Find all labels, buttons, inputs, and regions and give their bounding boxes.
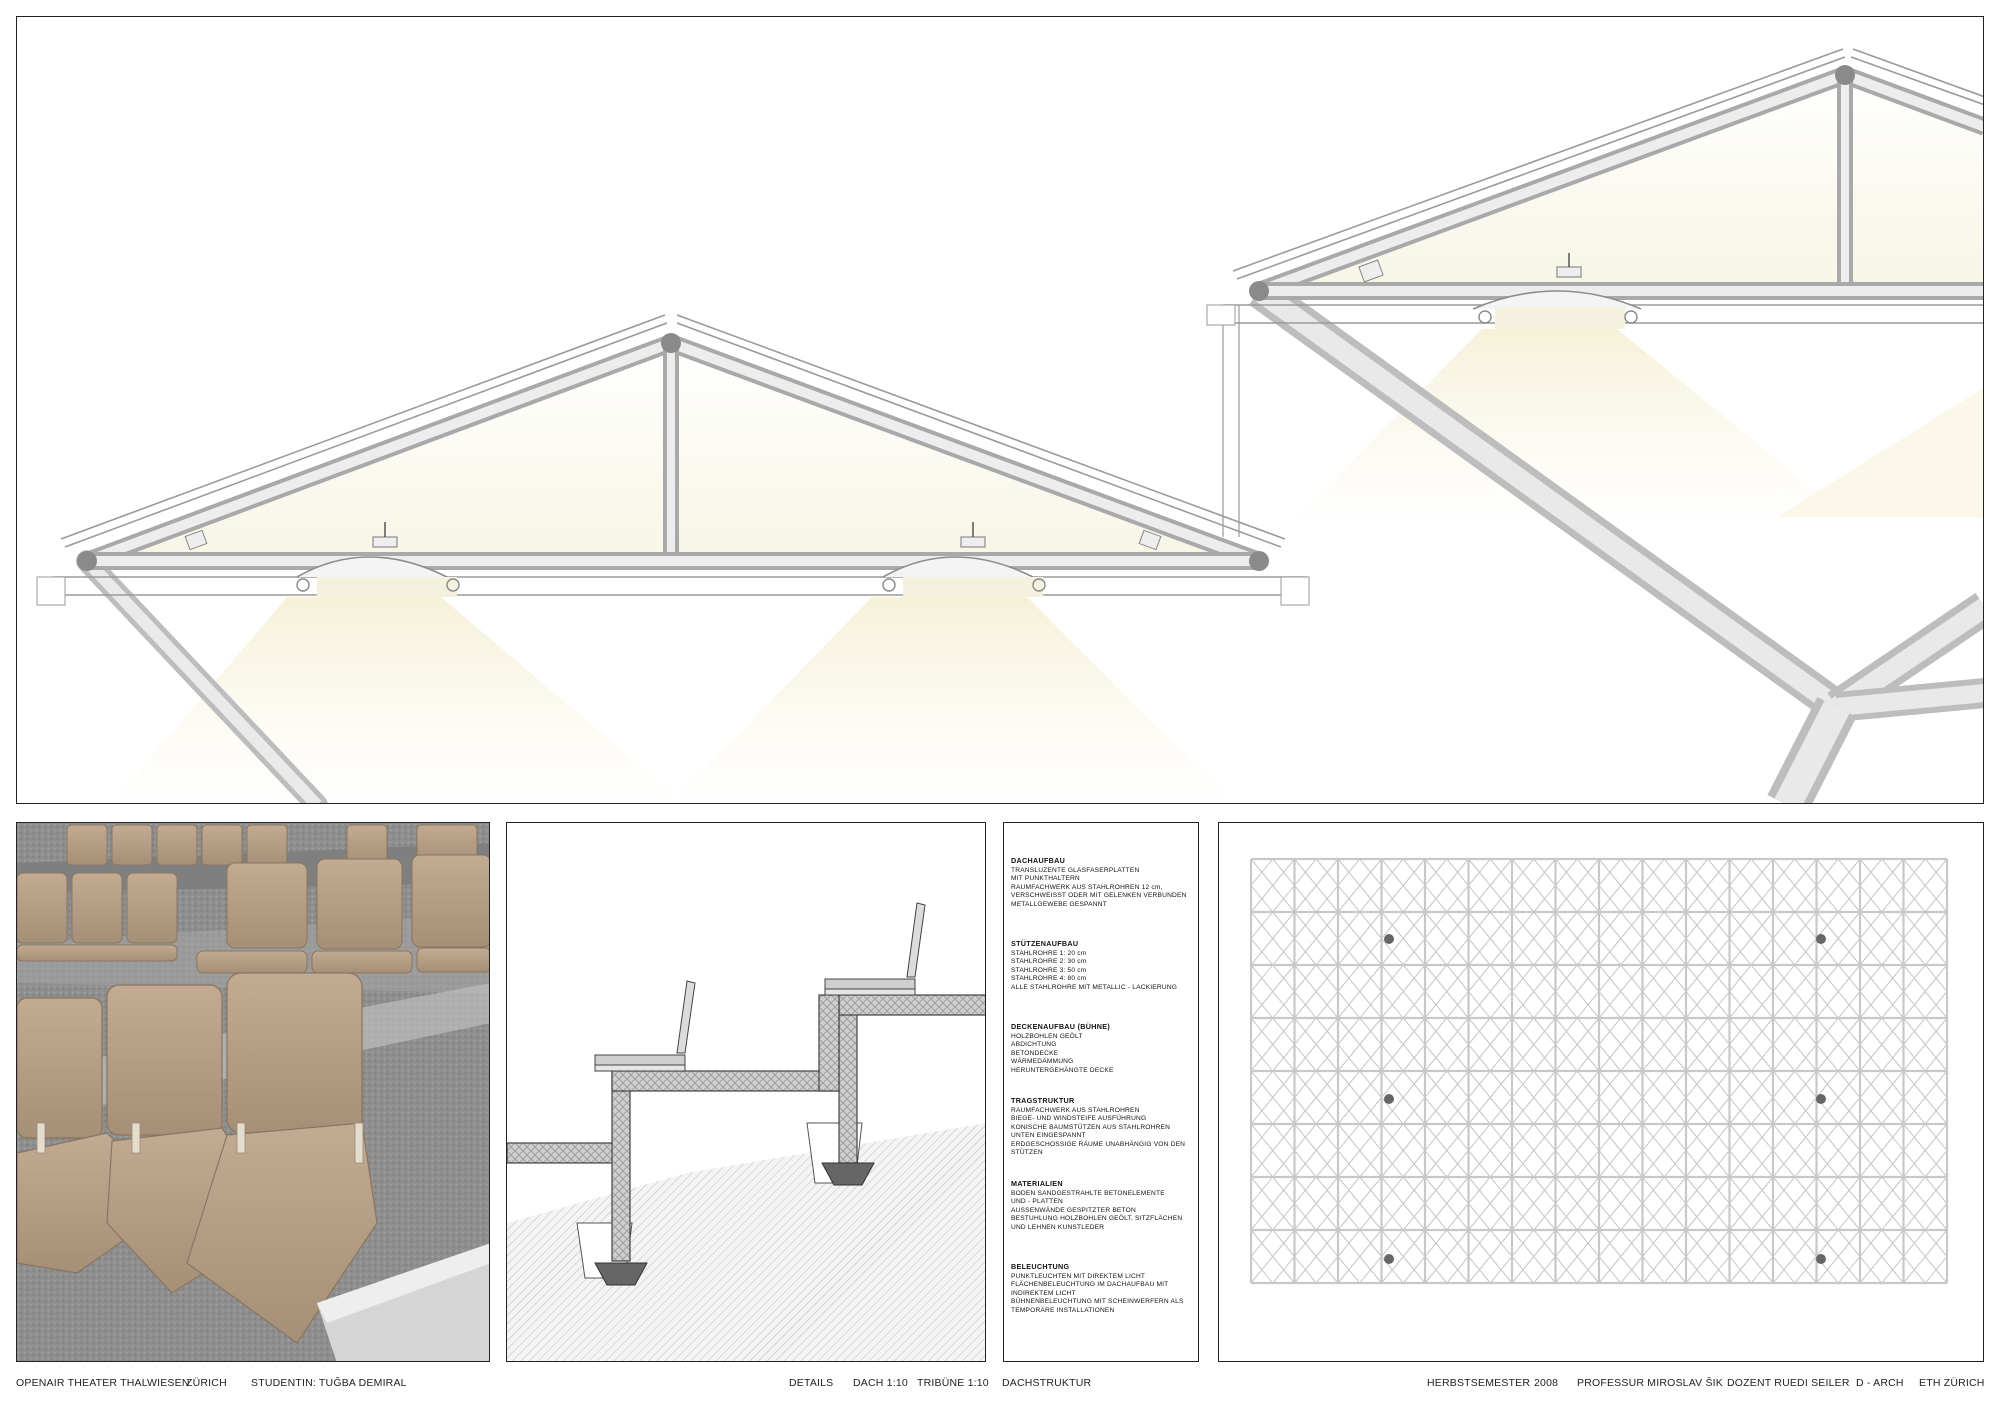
footer-dozent: DOZENT RUEDI SEILER (1727, 1377, 1850, 1389)
spec-line: WÄRMEDÄMMUNG (1011, 1058, 1074, 1066)
column-node (1384, 1254, 1394, 1264)
spec-line: TRANSLUZENTE GLASFASERPLATTEN (1011, 867, 1140, 874)
spec-line: PUNKTLEUCHTEN MIT DIREKTEM LICHT (1011, 1273, 1146, 1280)
tribune-section-drawing (507, 902, 985, 1361)
footer-school: ETH ZÜRICH (1919, 1377, 1985, 1389)
spec-section-deckenaufbau: DECKENAUFBAU (BÜHNE) HOLZBOHLEN GEÖLT AB… (1011, 1022, 1199, 1096)
spec-line: UND LEHNEN KUNSTLEDER (1011, 1223, 1105, 1231)
column-node (1384, 1094, 1394, 1104)
spec-line: STAHLROHRE 4: 80 cm (1011, 975, 1087, 983)
light-cone-left-2 (677, 597, 1227, 797)
spec-heading: BELEUCHTUNG (1011, 1262, 1070, 1271)
spec-line: METALLGEWEBE GESPANNT (1011, 900, 1107, 908)
spec-line: UNTEN EINGESPANNT (1011, 1132, 1086, 1140)
roof-detail-drawing (36, 48, 1983, 803)
specification-panel (1003, 822, 1199, 1362)
spec-line: HOLZBOHLEN GEÖLT (1011, 1033, 1083, 1040)
spec-line: ERDGESCHOSSIGE RÄUME UNABHÄNGIG VON DEN (1011, 1140, 1186, 1148)
column-node (1816, 934, 1826, 944)
footer-student: STUDENTIN: TUĞBA DEMIRAL (251, 1377, 407, 1389)
light-cone-right-1 (1297, 329, 1847, 517)
spec-line: STAHLROHRE 3: 50 cm (1011, 966, 1087, 974)
roof-structure-grid (1249, 857, 1949, 1285)
spec-line: RAUMFACHWERK AUS STAHLROHREN (1011, 1107, 1140, 1114)
spec-line: ABDICHTUNG (1011, 1041, 1057, 1049)
footer-dach-scale: DACH 1:10 (853, 1377, 908, 1389)
spec-section-materialien: MATERIALIEN BODEN SANDGESTRAHLTE BETONEL… (1011, 1179, 1199, 1262)
spec-section-tragstruktur: TRAGSTRUKTUR RAUMFACHWERK AUS STAHLROHRE… (1011, 1096, 1199, 1179)
specification-text: DACHAUFBAU TRANSLUZENTE GLASFASERPLATTEN… (1003, 822, 1199, 1362)
footer-dachstruktur: DACHSTRUKTUR (1002, 1377, 1092, 1389)
spec-line: BETONDECKE (1011, 1049, 1059, 1057)
column-node (1384, 934, 1394, 944)
truss-left (53, 333, 1307, 596)
seating-render-panel (16, 822, 490, 1362)
footer-department: D - ARCH (1856, 1377, 1904, 1389)
spec-line: BODEN SANDGESTRAHLTE BETONELEMENTE (1011, 1190, 1165, 1197)
column-node (1816, 1254, 1826, 1264)
roof-detail-panel (16, 16, 1984, 804)
tribune-section-panel (506, 822, 986, 1362)
spec-line: INDIREKTEM LICHT (1011, 1289, 1076, 1297)
light-fixture-left-2 (882, 522, 1046, 597)
spec-heading: MATERIALIEN (1011, 1179, 1063, 1188)
spec-section-stuetzenaufbau: STÜTZENAUFBAU STAHLROHRE 1: 20 cm STAHLR… (1011, 939, 1199, 1022)
spec-line: BESTUHLUNG HOLZBOHLEN GEÖLT, SITZFLÄCHEN (1011, 1215, 1183, 1223)
footer-semester: HERBSTSEMESTER (1427, 1377, 1531, 1389)
footer-professor: PROFESSUR MIROSLAV ŠIK (1577, 1377, 1723, 1389)
spec-heading: TRAGSTRUKTUR (1011, 1096, 1075, 1105)
spec-line: AUSSENWÄNDE GESPITZTER BETON (1011, 1206, 1136, 1214)
column-node (1816, 1094, 1826, 1104)
spec-heading: DACHAUFBAU (1011, 856, 1066, 865)
spec-section-dachaufbau: DACHAUFBAU TRANSLUZENTE GLASFASERPLATTEN… (1011, 856, 1199, 939)
spec-line: UND - PLATTEN (1011, 1198, 1063, 1206)
spec-line: STÜTZEN (1011, 1149, 1043, 1157)
spec-line: ALLE STAHLROHRE MIT METALLIC - LACKIERUN… (1011, 983, 1178, 991)
spec-line: BIEGE- UND WINDSTEIFE AUSFÜHRUNG (1011, 1115, 1147, 1123)
tribune-seat-upper (824, 902, 926, 996)
spec-line: STAHLROHRE 2: 30 cm (1011, 958, 1087, 966)
footer-year: 2008 (1534, 1377, 1559, 1389)
spec-heading: STÜTZENAUFBAU (1011, 939, 1079, 948)
tribune-seat-lower (594, 980, 696, 1072)
light-fixture-left-1 (296, 522, 460, 597)
spec-line: BÜHNENBELEUCHTUNG MIT SCHEINWERFERN ALS (1011, 1298, 1184, 1306)
footer-details: DETAILS (789, 1377, 834, 1389)
spec-line: HERUNTERGEHÄNGTE DECKE (1011, 1066, 1114, 1074)
spec-line: FLÄCHENBELEUCHTUNG IM DACHAUFBAU MIT (1011, 1281, 1169, 1289)
seating-render-image (17, 823, 489, 1361)
roof-haze-right-c (1845, 75, 1983, 291)
light-cone-right-2 (1777, 388, 1983, 517)
roof-structure-plan-panel (1218, 822, 1984, 1362)
truss-right (1223, 65, 1983, 324)
spec-line: STAHLROHRE 1: 20 cm (1011, 950, 1087, 957)
spec-line: VERSCHWEISST ODER MIT GELENKEN VERBUNDEN (1011, 892, 1187, 900)
footer-city: ZÜRICH (186, 1377, 227, 1389)
footer-project: OPENAIR THEATER THALWIESEN (16, 1377, 190, 1389)
light-fixture-right-1 (1472, 253, 1642, 329)
spec-line: RAUMFACHWERK AUS STAHLROHREN 12 cm, (1011, 883, 1163, 891)
spec-line: TEMPORÄRE INSTALLATIONEN (1011, 1306, 1115, 1314)
spec-line: MIT PUNKTHALTERN (1011, 875, 1080, 883)
spec-section-beleuchtung: BELEUCHTUNG PUNKTLEUCHTEN MIT DIREKTEM L… (1011, 1262, 1199, 1315)
footer-tribuene-scale: TRIBÜNE 1:10 (917, 1377, 989, 1389)
spec-line: KONISCHE BAUMSTÜTZEN AUS STAHLROHREN (1011, 1123, 1171, 1131)
spec-heading: DECKENAUFBAU (BÜHNE) (1011, 1022, 1111, 1031)
